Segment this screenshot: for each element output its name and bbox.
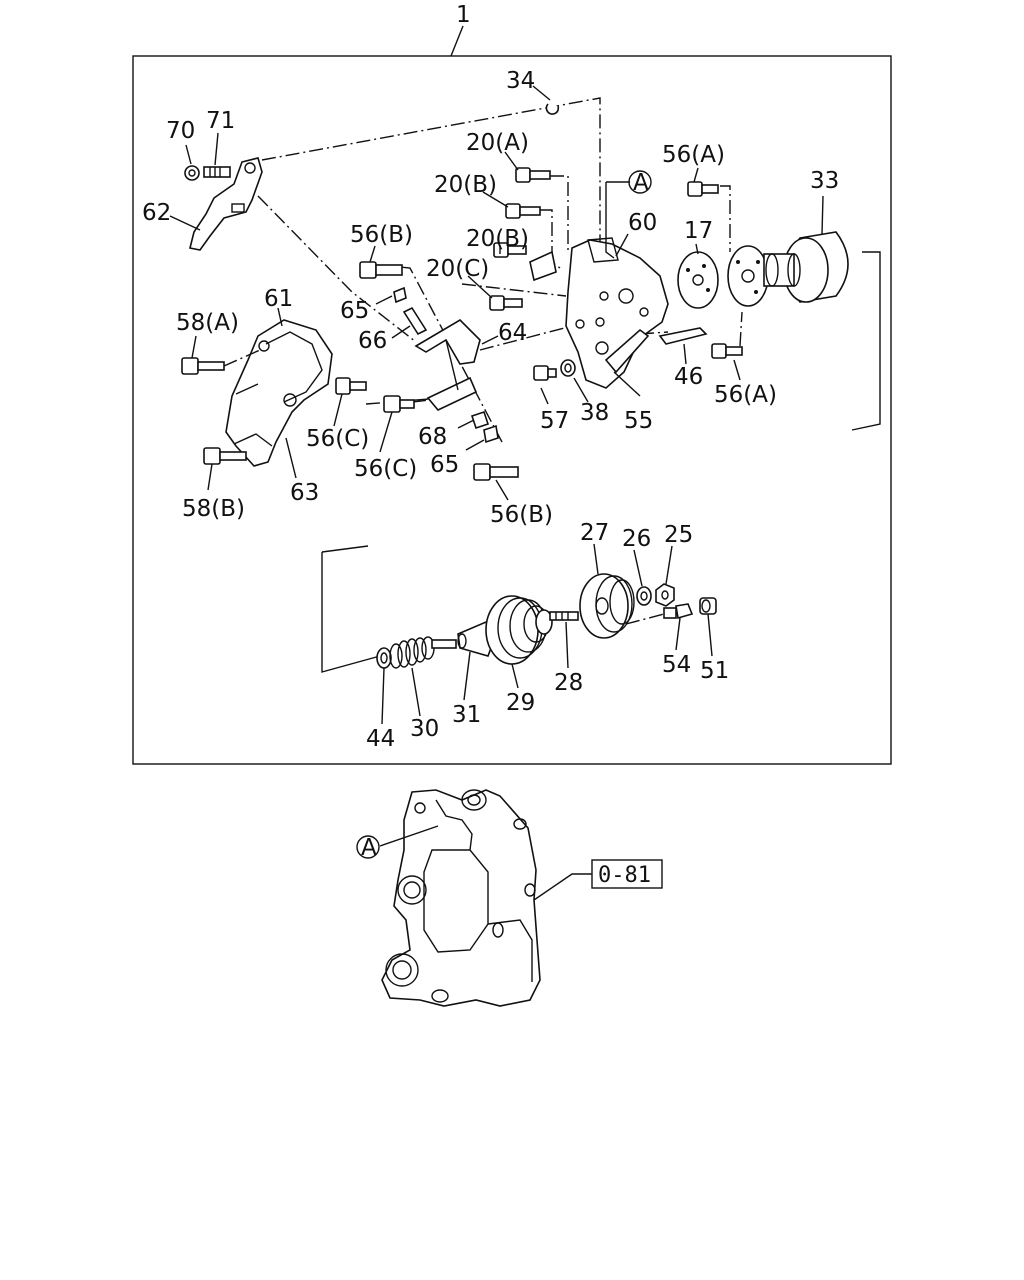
callout-62: 62 (142, 200, 171, 226)
reference-marker-a-lower (356, 835, 380, 859)
callout-56a-lower: 56(A) (714, 382, 777, 408)
callout-61: 61 (264, 286, 293, 312)
nut-part-25 (655, 583, 675, 607)
callout-31: 31 (452, 702, 481, 728)
bolt-part-20b-lower (493, 242, 527, 258)
callout-17: 17 (684, 218, 713, 244)
cross-reference-label: 0-81 (598, 863, 651, 888)
callout-65-lower: 65 (430, 452, 459, 478)
callout-65-upper: 65 (340, 298, 369, 324)
screw-part-65-upper (393, 286, 407, 304)
assembly-number-label: 1 (456, 2, 471, 28)
reference-marker-a-upper (628, 170, 652, 194)
bolt-part-56c-upper (335, 377, 367, 395)
callout-20c: 20(C) (426, 256, 489, 282)
callout-60: 60 (628, 210, 657, 236)
screw-part-68 (470, 410, 490, 430)
cover-part-61-63 (225, 319, 333, 467)
callout-63: 63 (290, 480, 319, 506)
callout-25: 25 (664, 522, 693, 548)
bolt-part-56b-upper (359, 261, 403, 279)
assembly-frame (132, 55, 892, 765)
callout-58b: 58(B) (182, 496, 245, 522)
callout-44: 44 (366, 726, 395, 752)
pump-housing-body (381, 789, 541, 1007)
bolt-part-20b-upper (505, 203, 541, 219)
callout-71: 71 (206, 108, 235, 134)
bolt-part-56b-lower (473, 463, 519, 481)
pulley-part-29 (485, 595, 553, 665)
washer-part-38 (560, 359, 576, 377)
washer-part-44 (376, 647, 392, 669)
cross-reference-box (591, 859, 663, 889)
actuator-part-33 (763, 231, 849, 303)
callout-56c-lower: 56(C) (354, 456, 417, 482)
callout-56c-upper: 56(C) (306, 426, 369, 452)
washer-part-26 (636, 586, 652, 606)
callout-20b-upper: 20(B) (434, 172, 497, 198)
callout-33: 33 (810, 168, 839, 194)
rod-part-30-31 (431, 639, 457, 649)
callout-28: 28 (554, 670, 583, 696)
callout-58a: 58(A) (176, 310, 239, 336)
disc-part-17 (677, 251, 719, 309)
bolt-part-56a-upper (687, 181, 719, 197)
callout-34: 34 (506, 68, 535, 94)
callout-20b-lower: 20(B) (466, 226, 529, 252)
reference-marker-a-lower-label: A (361, 835, 377, 861)
spring-part-30 (389, 636, 435, 669)
pulley-part-27 (579, 573, 635, 639)
callout-38: 38 (580, 400, 609, 426)
bolt-part-20c (489, 295, 523, 311)
bolt-part-56c-lower (383, 395, 415, 413)
cap-part-51 (699, 597, 717, 615)
bolt-part-58a (181, 357, 225, 375)
plate-part-small-bracket (529, 250, 557, 282)
bolt-part-20a (515, 167, 551, 183)
callout-56b-lower: 56(B) (490, 502, 553, 528)
bolt-part-57 (533, 365, 557, 381)
callout-29: 29 (506, 690, 535, 716)
pin-part-66 (402, 306, 428, 336)
callout-70: 70 (166, 118, 195, 144)
callout-66: 66 (358, 328, 387, 354)
bolt-part-71 (203, 166, 231, 178)
ring-part-34 (545, 103, 560, 115)
bolt-part-28 (549, 611, 579, 621)
flange-part-56a-mount (727, 245, 769, 307)
fitting-part-54 (663, 603, 694, 620)
callout-27: 27 (580, 520, 609, 546)
reference-marker-a-upper-label: A (633, 170, 649, 196)
lever-part-55 (604, 328, 650, 374)
callout-57: 57 (540, 408, 569, 434)
callout-64: 64 (498, 320, 527, 346)
callout-54: 54 (662, 652, 691, 678)
pin-part-46 (658, 327, 708, 345)
bolt-part-56a-lower (711, 343, 743, 359)
callout-55: 55 (624, 408, 653, 434)
lever-part-62 (189, 157, 263, 251)
callout-68: 68 (418, 424, 447, 450)
callout-56a-upper: 56(A) (662, 142, 725, 168)
screw-part-65-lower (483, 424, 499, 444)
bracket-part-64 (414, 318, 481, 411)
callout-46: 46 (674, 364, 703, 390)
callout-26: 26 (622, 526, 651, 552)
nut-part-70 (184, 165, 200, 181)
callout-30: 30 (410, 716, 439, 742)
callout-51: 51 (700, 658, 729, 684)
callout-20a: 20(A) (466, 130, 529, 156)
callout-56b-upper: 56(B) (350, 222, 413, 248)
